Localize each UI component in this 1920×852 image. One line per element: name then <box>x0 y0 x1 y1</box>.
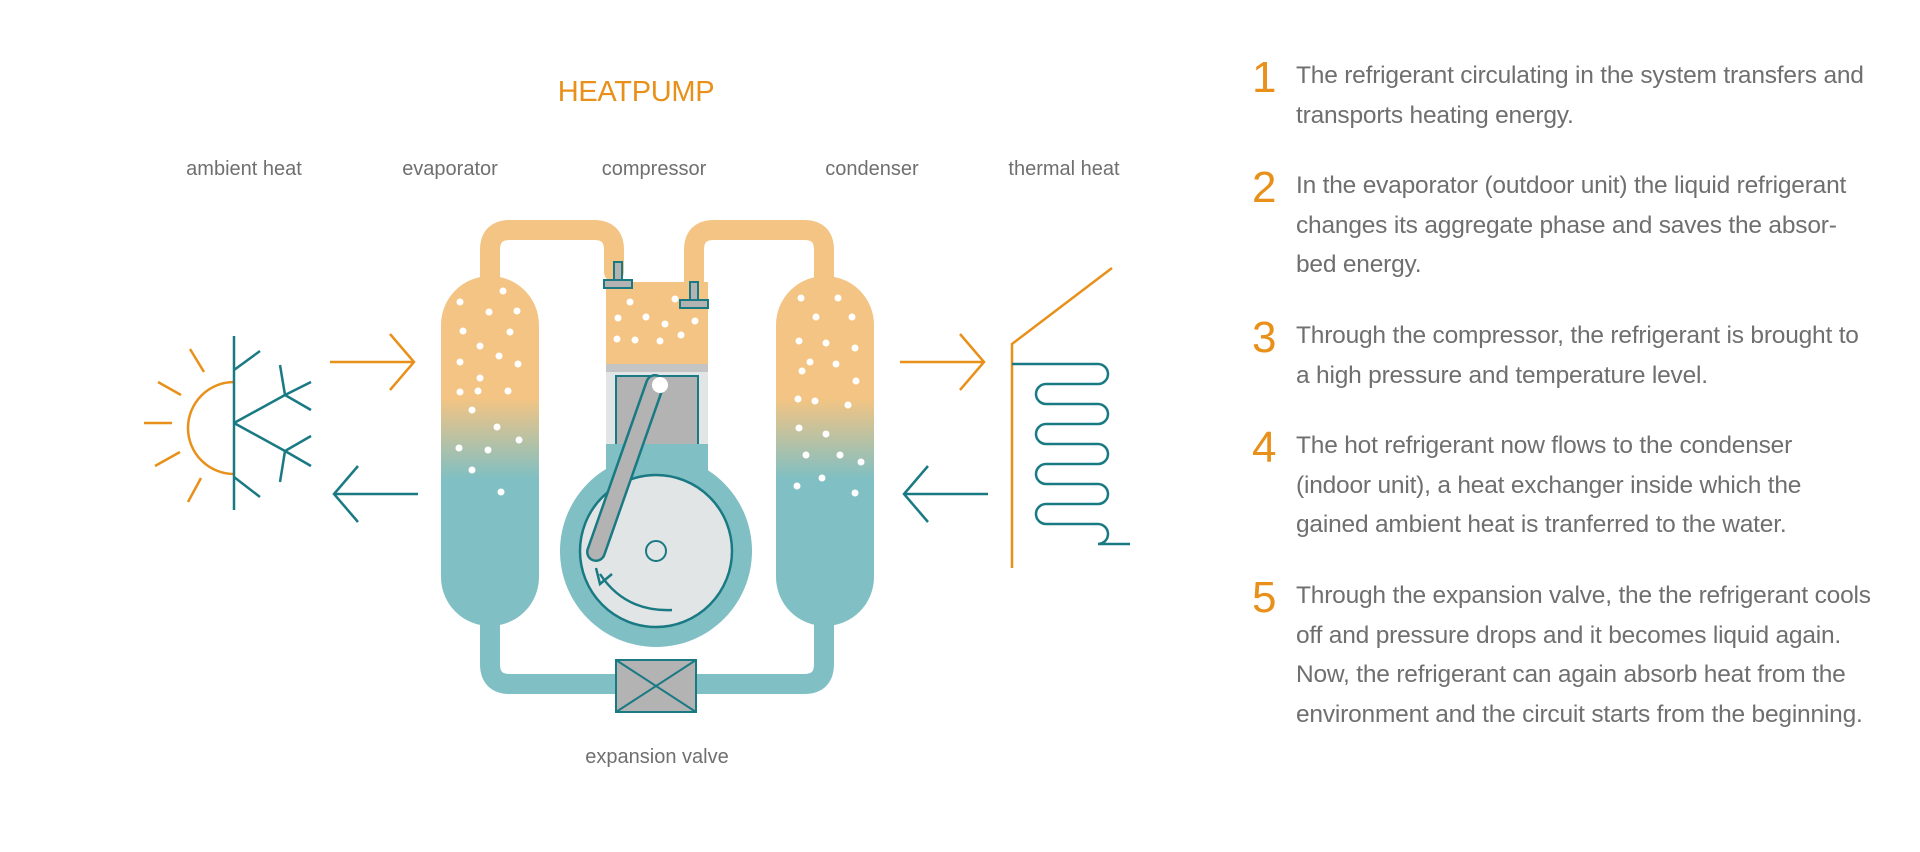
step-item: 5 Through the expansion valve, the the r… <box>1252 576 1872 734</box>
step-text: The refrigerant circulating in the syste… <box>1296 62 1864 129</box>
step-item: 3 Through the compressor, the refrigeran… <box>1252 316 1872 395</box>
compressor-valve-right <box>679 281 709 309</box>
step-number: 2 <box>1252 163 1277 212</box>
step-item: 2 In the evaporator (outdoor unit) the l… <box>1252 166 1872 285</box>
diagram-title: HEATPUMP <box>557 76 715 108</box>
arrow-right-icon <box>330 333 416 391</box>
warm-pipe-right <box>684 220 834 302</box>
label-condenser: condenser <box>825 158 919 180</box>
compressor-valve-left <box>603 261 633 289</box>
step-item: 4 The hot refrigerant now flows to the c… <box>1252 426 1872 545</box>
warm-pipe-left <box>480 220 624 300</box>
label-expansion-valve: expansion valve <box>585 746 729 768</box>
label-compressor: compressor <box>601 158 707 180</box>
expansion-valve <box>615 659 697 713</box>
step-number: 3 <box>1252 313 1277 362</box>
radiator-icon <box>1010 267 1130 568</box>
heatpump-diagram <box>144 220 1130 713</box>
arrow-left-icon <box>332 465 418 523</box>
arrow-right-icon <box>900 333 986 391</box>
step-number: 1 <box>1252 53 1277 102</box>
step-text: In the evaporator (outdoor unit) the liq… <box>1296 172 1847 278</box>
step-text: The hot refrigerant now flows to the con… <box>1296 432 1802 538</box>
sun-snowflake-icon <box>144 336 312 510</box>
condenser-bubbles <box>793 294 865 497</box>
step-number: 5 <box>1252 573 1277 622</box>
step-text: Through the compressor, the refrigerant … <box>1296 322 1859 389</box>
step-text: Through the expansion valve, the the ref… <box>1296 582 1871 728</box>
compressor <box>560 282 752 647</box>
label-ambient-heat: ambient heat <box>186 158 302 180</box>
label-thermal-heat: thermal heat <box>1008 158 1120 180</box>
arrow-left-icon <box>902 465 988 523</box>
condenser-tank <box>776 276 874 626</box>
step-item: 1 The refrigerant circulating in the sys… <box>1252 56 1872 135</box>
step-number: 4 <box>1252 423 1277 472</box>
label-evaporator: evaporator <box>402 158 498 180</box>
evaporator-bubbles <box>455 287 523 496</box>
